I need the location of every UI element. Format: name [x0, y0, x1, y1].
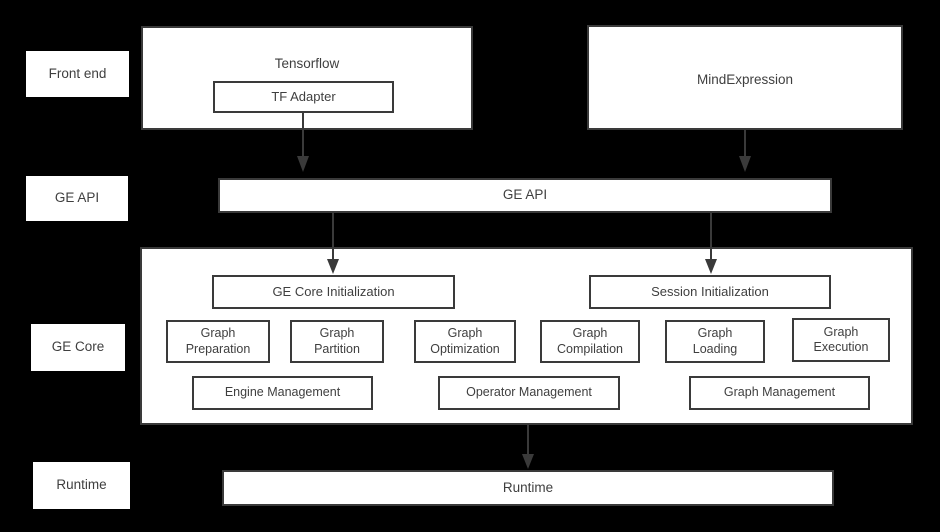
graph-execution-label: Graph Execution [813, 324, 869, 354]
connector-ge-api-to-ge-core-initialization [327, 213, 339, 274]
runtime-bar-label: Runtime [502, 479, 554, 495]
graph-loading-label: Graph Loading [692, 326, 738, 356]
graph-optimization-label: Graph Optimization [430, 326, 500, 356]
stage-label-ge-api-text: GE API [54, 190, 100, 206]
operator-management-box[interactable]: Operator Management [438, 376, 620, 410]
engine-management-label: Engine Management [224, 385, 341, 400]
mindexpression-title: MindExpression [696, 72, 794, 87]
ge-core-initialization-label: GE Core Initialization [272, 284, 395, 300]
stage-label-ge-core-text: GE Core [51, 339, 105, 355]
connector-ge-api-to-session-initialization [705, 213, 717, 274]
stage-label-runtime-text: Runtime [56, 477, 107, 493]
graph-preparation-box[interactable]: Graph Preparation [166, 320, 270, 363]
graph-compilation-box[interactable]: Graph Compilation [540, 320, 640, 363]
engine-management-box[interactable]: Engine Management [192, 376, 373, 410]
session-initialization-label: Session Initialization [651, 284, 769, 300]
stage-label-ge-core: GE Core [31, 324, 125, 371]
graph-management-box[interactable]: Graph Management [689, 376, 870, 410]
tf-adapter-label: TF Adapter [271, 89, 336, 105]
graph-management-label: Graph Management [723, 385, 836, 400]
connector-mindexpression-to-ge-api [739, 130, 751, 172]
graph-partition-box[interactable]: Graph Partition [290, 320, 384, 363]
graph-partition-label: Graph Partition [314, 326, 360, 356]
ge-api-bar[interactable]: GE API [218, 178, 832, 213]
connector-ge-core-to-runtime [522, 425, 534, 469]
operator-management-label: Operator Management [466, 385, 592, 400]
stage-label-ge-api: GE API [26, 176, 128, 221]
session-initialization-box[interactable]: Session Initialization [589, 275, 831, 309]
tensorflow-title: Tensorflow [274, 56, 340, 71]
mindexpression-container: MindExpression [587, 25, 903, 130]
tf-adapter-box[interactable]: TF Adapter [213, 81, 394, 113]
graph-loading-box[interactable]: Graph Loading [665, 320, 765, 363]
ge-core-initialization-box[interactable]: GE Core Initialization [212, 275, 455, 309]
stage-label-runtime: Runtime [33, 462, 130, 509]
graph-execution-box[interactable]: Graph Execution [792, 318, 890, 362]
graph-optimization-box[interactable]: Graph Optimization [414, 320, 516, 363]
ge-api-bar-label: GE API [502, 187, 548, 203]
stage-label-front-end: Front end [26, 51, 129, 97]
connector-tf-adapter-to-ge-api [297, 113, 309, 172]
graph-compilation-label: Graph Compilation [556, 326, 623, 356]
stage-label-front-end-text: Front end [48, 65, 107, 81]
runtime-bar[interactable]: Runtime [222, 470, 834, 506]
graph-preparation-label: Graph Preparation [185, 326, 251, 356]
